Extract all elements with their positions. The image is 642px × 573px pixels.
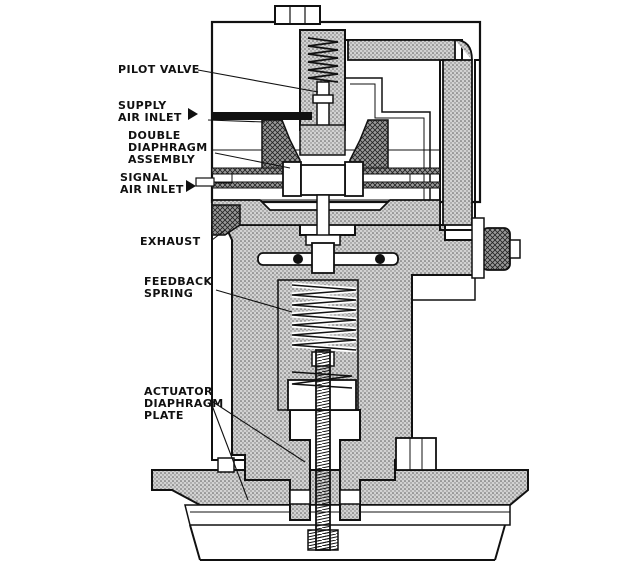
label-double-diaphragm-assembly: DOUBLE DIAPHRAGM ASSEMBLY xyxy=(128,130,208,166)
label-exhaust: EXHAUST xyxy=(140,236,201,248)
bolt-right xyxy=(396,438,436,470)
signal-air-arrow xyxy=(186,180,196,192)
adjustment-knob xyxy=(472,218,520,278)
supply-air-passage xyxy=(212,112,312,120)
label-actuator-diaphragm-plate: ACTUATOR DIAPHRAGM PLATE xyxy=(144,386,224,422)
signal-air-fitting xyxy=(196,178,214,186)
supply-air-arrow xyxy=(188,108,198,120)
label-feedback-spring: FEEDBACK SPRING xyxy=(144,276,212,300)
label-supply-air-inlet: SUPPLY AIR INLET xyxy=(118,100,182,124)
bolt-left xyxy=(218,458,234,472)
label-signal-air-inlet: SIGNAL AIR INLET xyxy=(120,172,184,196)
label-pilot-valve: PILOT VALVE xyxy=(118,64,200,76)
